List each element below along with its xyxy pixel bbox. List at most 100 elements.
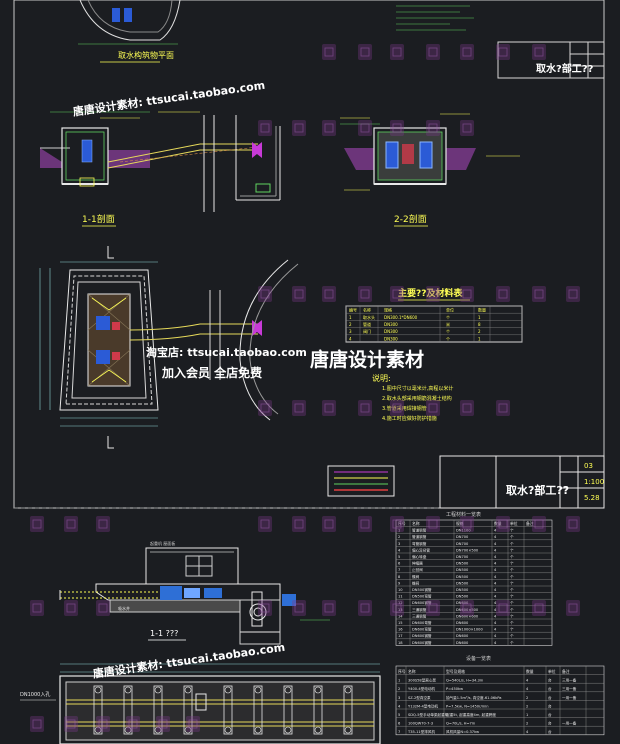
table-cell: 4	[494, 568, 497, 572]
table-cell: 2	[398, 687, 400, 691]
pipe-gallery-plan: DN1000入孔	[20, 663, 381, 744]
table-cell: DN500弯管	[412, 594, 432, 599]
watermark-tile	[426, 286, 440, 302]
watermark-tile-mark	[360, 123, 370, 133]
watermark-tile-mark	[534, 47, 544, 57]
table-header-cell: 单位	[548, 669, 556, 674]
watermark-tile	[390, 400, 404, 416]
table-header-cell: 序号	[398, 669, 406, 674]
top-title-block: 取水?部工??	[497, 41, 605, 79]
watermark-tile	[358, 516, 372, 532]
watermark-tile	[566, 516, 580, 532]
table-cell: 4	[526, 679, 529, 683]
watermark-tile-mark	[324, 289, 334, 299]
table-cell: SZ-2型真空泵	[408, 695, 431, 700]
watermark-tile	[292, 286, 306, 302]
table-cell: 7	[398, 730, 400, 734]
table-cell: 2	[526, 704, 528, 708]
table-cell: T35-11型排风机	[407, 729, 435, 734]
watermark-tile-mark	[392, 519, 402, 529]
watermark-tile-mark	[260, 403, 270, 413]
watermark-tile-mark	[534, 519, 544, 529]
table-cell: 1	[526, 713, 528, 717]
watermark-tile-mark	[534, 603, 544, 613]
watermark-tile	[258, 600, 272, 616]
materials-cell: 规格	[384, 307, 392, 313]
table-cell: DN700×500	[456, 548, 479, 552]
materials-cell: 数量	[478, 307, 486, 313]
table-cell: 3	[398, 542, 400, 546]
watermark-tile	[30, 600, 44, 616]
table-cell: 止回阀	[412, 567, 423, 572]
table-frame	[395, 519, 553, 646]
watermark-tile-mark	[324, 603, 334, 613]
gallery-leg-cap	[284, 726, 292, 734]
watermark-tile-mark	[428, 603, 438, 613]
gallery-leg-cap	[154, 726, 162, 734]
table-cell: DN600钢管	[412, 633, 432, 638]
table-cell: DN600钢管	[412, 600, 432, 605]
table-cell: 4	[398, 548, 401, 552]
table-cell: 个	[510, 580, 514, 585]
watermark-tile	[390, 600, 404, 616]
watermark-tile-mark	[428, 519, 438, 529]
watermark-tile	[496, 600, 510, 616]
materials-cell: 4	[349, 336, 352, 341]
watermark-tile	[322, 44, 336, 60]
watermark-tile-mark	[66, 719, 76, 729]
watermark-tile-mark	[188, 719, 198, 729]
watermark-tile-mark	[498, 519, 508, 529]
watermark-center-line-2: 加入会员 全店免费	[161, 365, 262, 380]
watermark-tile	[30, 516, 44, 532]
table-cell: DN600弯管	[412, 627, 432, 632]
title-block-name: 取水?部工??	[506, 483, 569, 497]
watermark-tile-mark	[360, 289, 370, 299]
watermark-tile	[496, 44, 510, 60]
table-cell: 4	[526, 687, 529, 691]
table-cell: 伸缩器	[412, 561, 423, 566]
table-cell: 1	[398, 529, 400, 533]
watermark-tile	[30, 716, 44, 732]
watermark-tile	[358, 44, 372, 60]
section-1-1: 1-1剖面	[40, 111, 281, 227]
materials-cell: 1	[478, 336, 481, 341]
table-cell: 2	[398, 535, 400, 539]
watermark-tile-mark	[360, 403, 370, 413]
table-header-cell: 数量	[494, 521, 502, 526]
watermark-tile-mark	[32, 719, 42, 729]
gallery-leg	[343, 685, 353, 735]
watermark-tile	[390, 120, 404, 136]
watermark-tile	[358, 286, 372, 302]
table-cell: 2	[526, 696, 528, 700]
table-cell: DN700	[456, 555, 469, 559]
watermark-tile-mark	[498, 603, 508, 613]
watermark-tile-mark	[392, 289, 402, 299]
basement-label: 吸水井	[118, 605, 130, 611]
watermark-tile-mark	[128, 719, 138, 729]
watermark-tile	[426, 44, 440, 60]
table-cell: 三用一备	[562, 678, 577, 683]
table-cell: 4	[494, 548, 497, 552]
watermark-tile	[532, 286, 546, 302]
watermark-tile-mark	[462, 603, 472, 613]
watermark-tile-mark	[428, 289, 438, 299]
table-2-title: 设备一览表	[466, 655, 491, 662]
table-cell: 个	[510, 600, 514, 605]
table-cell: 4	[398, 704, 401, 708]
watermark-tile-mark	[360, 47, 370, 57]
materials-cell: 个	[446, 315, 450, 320]
note-line: 3.管道采用焊接钢管	[382, 405, 427, 412]
table-cell: DN600钢管	[412, 640, 432, 645]
gallery-leg	[123, 685, 133, 735]
table-header-cell: 规格	[456, 521, 464, 526]
watermark-tile	[322, 400, 336, 416]
table-cell: 13	[398, 608, 403, 612]
watermark-tile	[64, 716, 78, 732]
table-cell: 4	[494, 628, 497, 632]
materials-cell: 单位	[446, 307, 454, 313]
table-cell: P=7.5kw, N=1450r/min	[446, 704, 489, 708]
table-cell: 4	[526, 730, 529, 734]
table-cell: DN700	[456, 535, 469, 539]
